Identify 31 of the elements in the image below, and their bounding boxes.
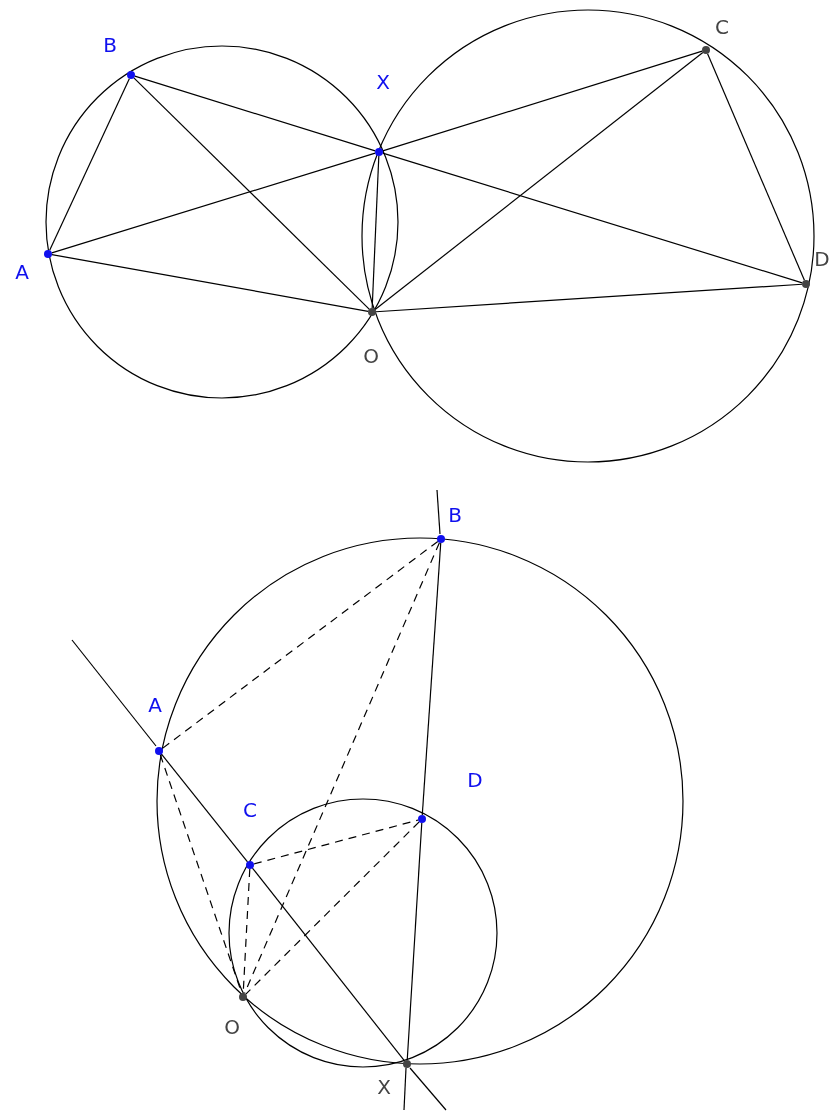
- line-segment: [406, 822, 423, 1061]
- line-segment: [51, 152, 376, 254]
- point-label: X: [376, 71, 390, 93]
- dashed-segment: [244, 542, 440, 994]
- line-segment: [382, 50, 703, 152]
- point-label: B: [448, 504, 462, 526]
- point-label: O: [224, 1016, 240, 1038]
- dashed-segment: [245, 821, 420, 995]
- line-segment: [251, 867, 406, 1062]
- line-segment: [49, 78, 130, 251]
- point-label: D: [814, 248, 830, 270]
- point-label: O: [363, 345, 379, 367]
- point-label: B: [103, 34, 117, 56]
- point-label: A: [15, 261, 29, 283]
- line-segment: [51, 254, 369, 312]
- line-segment: [374, 51, 704, 311]
- line-segment: [371, 155, 380, 309]
- line-segment: [382, 152, 803, 284]
- point-label: D: [467, 769, 483, 791]
- point-label: C: [715, 16, 729, 38]
- point-label: C: [243, 799, 257, 821]
- line-segment: [375, 283, 803, 313]
- point-label: X: [377, 1076, 391, 1098]
- dashed-segment: [253, 819, 419, 865]
- line-segment: [421, 542, 442, 816]
- line-segment: [133, 77, 370, 310]
- dashed-segment: [161, 540, 439, 750]
- line-segment: [134, 75, 376, 152]
- line-segment: [706, 53, 806, 281]
- line-segment: [160, 753, 249, 863]
- point-label: A: [148, 694, 162, 716]
